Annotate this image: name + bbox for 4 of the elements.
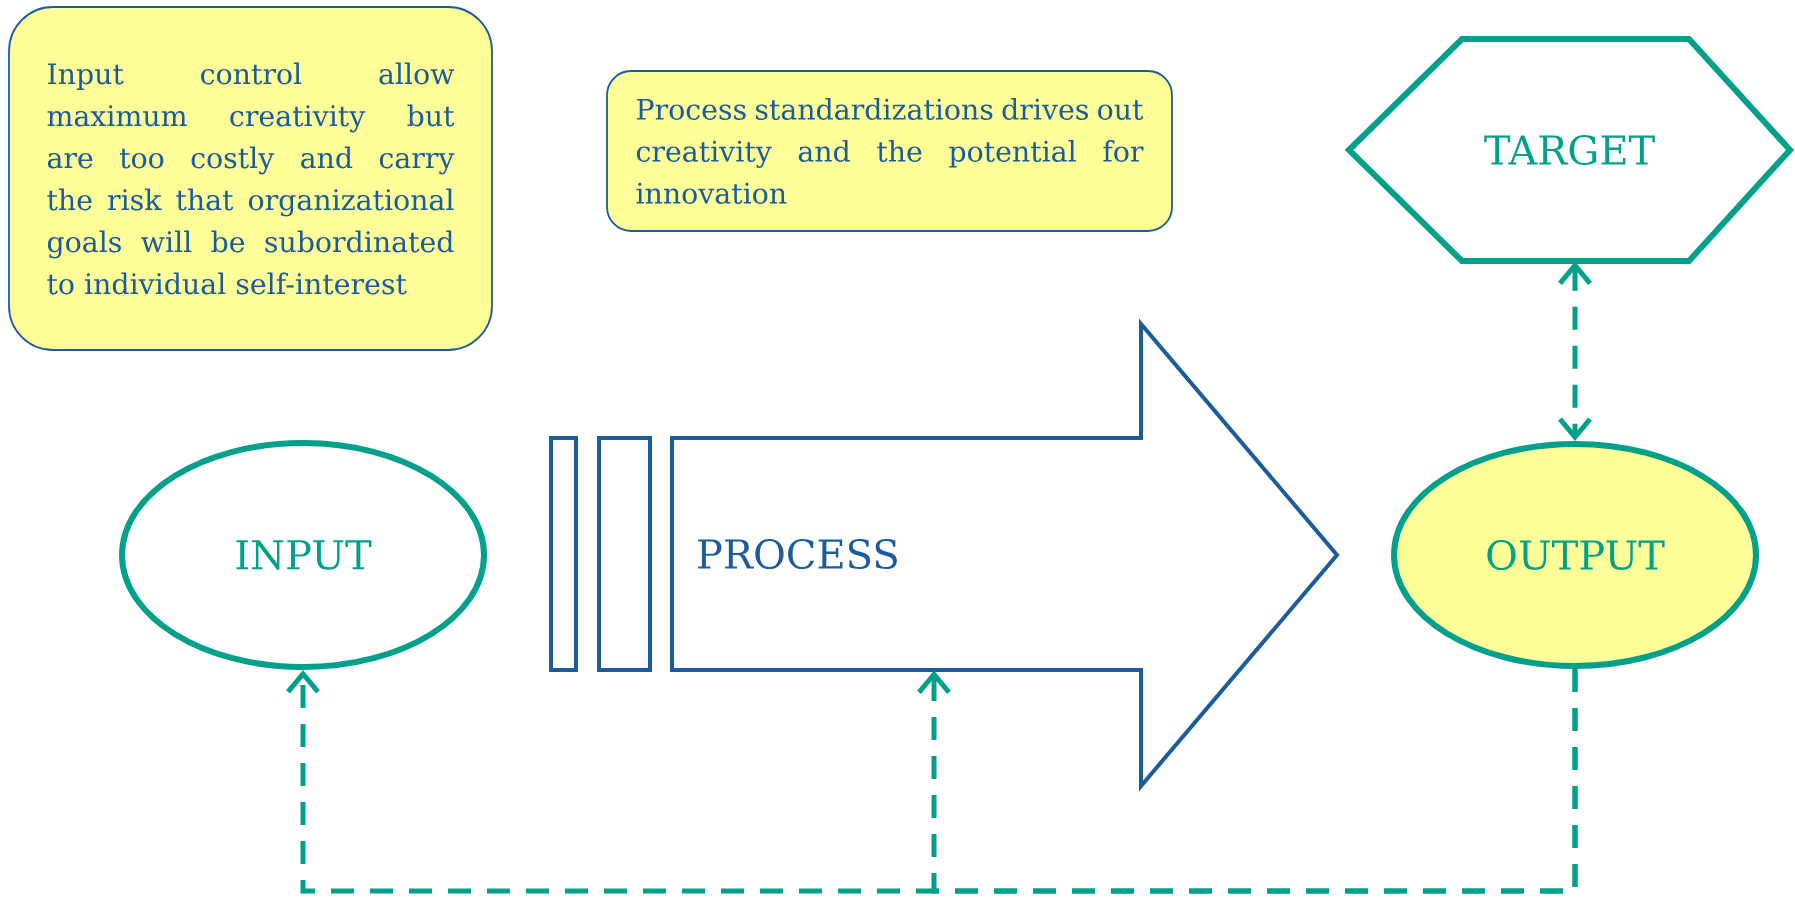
arrow — [917, 669, 1578, 894]
arrow — [1558, 261, 1592, 441]
note-box: Process standardizations drives out creativity and the potential for innovation — [606, 70, 1173, 232]
note-box: Input control allow maximum creativity but are too costly and carry the risk that organizational goals will be subordinated to individual self-interest — [8, 6, 493, 351]
